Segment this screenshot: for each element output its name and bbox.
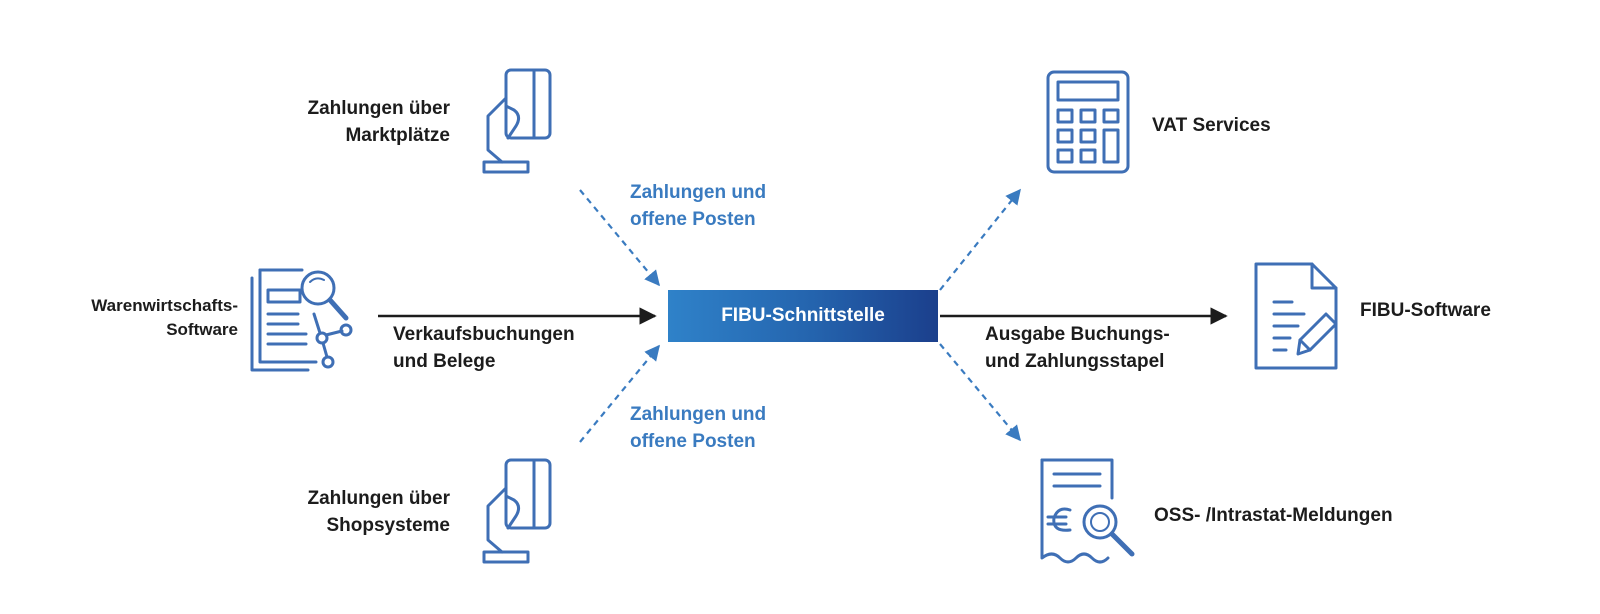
document-search-network-icon xyxy=(250,268,353,372)
arrow-shops-to-hub xyxy=(579,344,660,443)
hand-card-icon xyxy=(482,458,552,564)
euro-receipt-search-icon xyxy=(1040,458,1135,564)
marketplaces-label: Zahlungen über Marktplätze xyxy=(307,98,451,146)
arrow-marketplaces-to-hub xyxy=(579,189,660,287)
oss-intrastat-label: OSS- /Intrastat-Meldungen xyxy=(1154,505,1393,526)
flow-label-bottom: Zahlungen und offene Posten xyxy=(630,404,767,452)
hand-card-icon xyxy=(482,68,552,174)
flow-label-right: Ausgabe Buchungs- und Zahlungsstapel xyxy=(985,324,1170,372)
fibu-software-label: FIBU-Software xyxy=(1360,300,1491,321)
document-pencil-icon xyxy=(1254,262,1338,370)
flow-label-top: Zahlungen und offene Posten xyxy=(630,182,767,230)
calculator-icon xyxy=(1046,70,1130,174)
fibu-interface-hub: FIBU-Schnittstelle xyxy=(668,290,938,342)
shops-label: Zahlungen über Shopsysteme xyxy=(307,488,451,536)
hub-label: FIBU-Schnittstelle xyxy=(721,305,885,326)
arrow-hub-to-vat xyxy=(939,188,1021,291)
flow-label-left: Verkaufsbuchungen und Belege xyxy=(393,324,575,372)
erp-label: Warenwirtschafts- Software xyxy=(91,296,238,340)
arrow-hub-to-oss xyxy=(939,343,1021,442)
vat-services-label: VAT Services xyxy=(1152,115,1271,136)
